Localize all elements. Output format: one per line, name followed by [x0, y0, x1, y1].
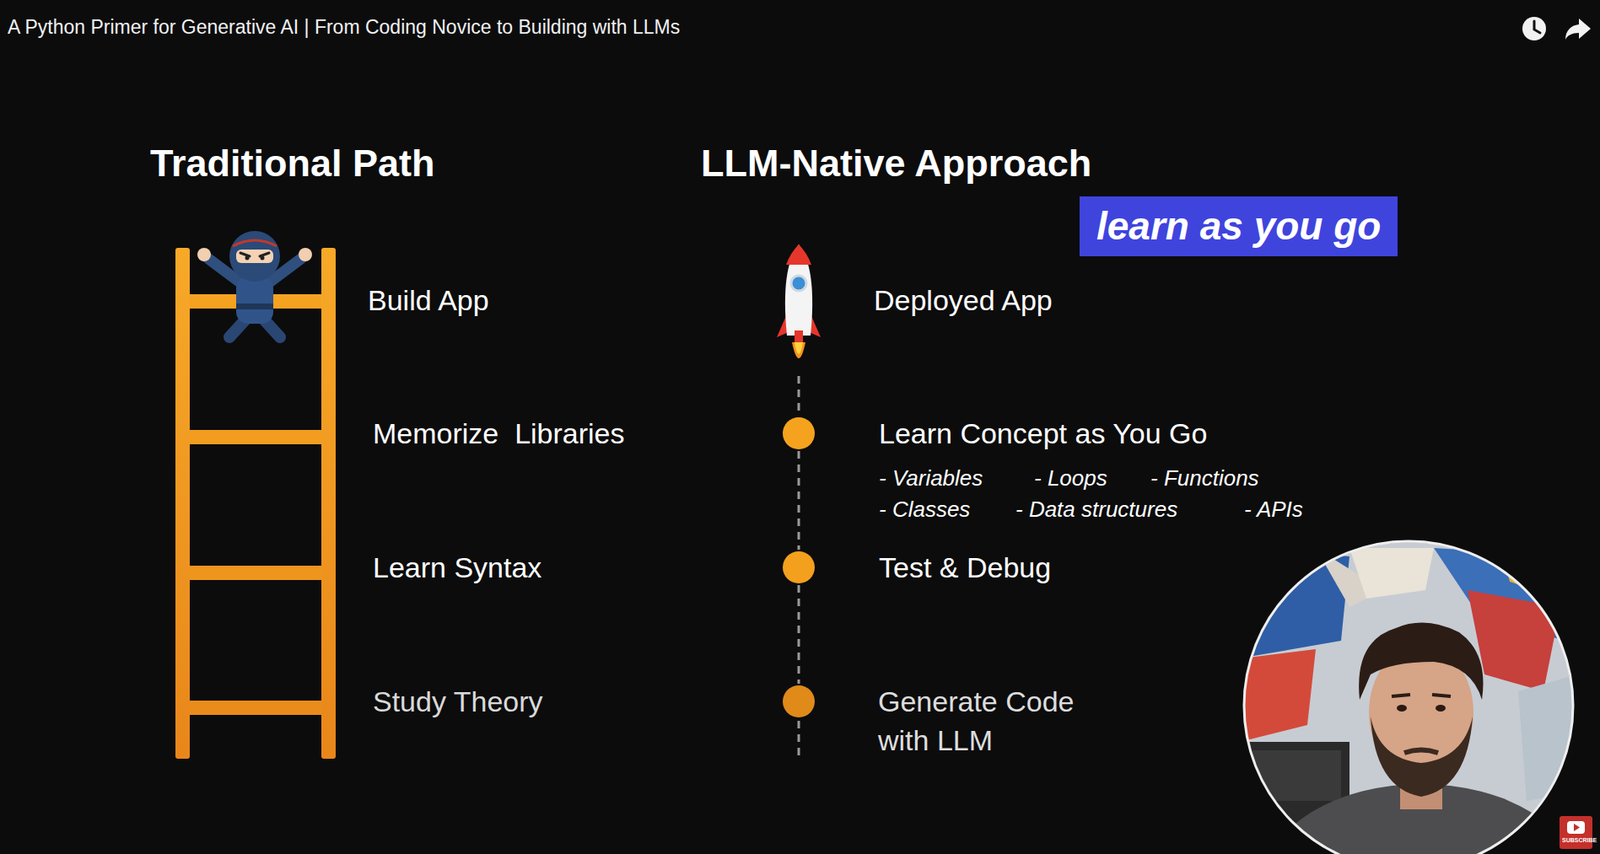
- text-slot: LLM-Native Approach: [700, 140, 1092, 187]
- subscribe-icon: [1559, 816, 1593, 850]
- column-heading: LLM-Native Approach: [700, 140, 1092, 187]
- timeline-connector: [798, 451, 800, 550]
- text-slot: Generate Code with LLM: [878, 682, 1106, 760]
- ladder: [175, 247, 336, 760]
- timeline-dot: Generate Code with LLM: [782, 685, 815, 718]
- step-label: Learn Concept as You Go: [878, 416, 1207, 452]
- ladder-step-label: Learn Syntax: [372, 550, 542, 586]
- text-slot: Learn Syntax: [372, 550, 542, 586]
- text-slot: - Functions: [1150, 465, 1260, 492]
- column-heading: Traditional Path: [150, 140, 436, 187]
- text-slot: Deployed App: [873, 283, 1053, 318]
- text-slot: - Data structures: [1015, 496, 1178, 523]
- ladder-step-label: Build App: [367, 283, 490, 318]
- concept-item: - APIs: [1244, 496, 1304, 523]
- step-label: Test & Debug: [878, 550, 1051, 586]
- ladder-step-label: Memorize Libraries: [372, 416, 625, 452]
- rocket-icon: [773, 242, 825, 375]
- text-slot: - Loops: [1034, 465, 1108, 492]
- webcam-video: [1239, 539, 1578, 854]
- timeline-dot: Test & Debug: [782, 551, 815, 584]
- text-slot: Build App: [367, 283, 490, 318]
- text-slot: A Python Primer for Generative AI | From…: [7, 16, 680, 40]
- highlight-badge: learn as you go: [1079, 196, 1398, 257]
- text-slot: Test & Debug: [878, 550, 1051, 586]
- text-slot: Traditional Path: [150, 140, 436, 187]
- step-label: Deployed App: [873, 283, 1053, 318]
- share-icon: [1565, 18, 1591, 40]
- timeline-connector: [798, 585, 800, 685]
- rocket-step: Deployed App: [773, 242, 825, 375]
- subscribe-text: SUBSCRIBE: [1562, 837, 1597, 845]
- text-slot: - APIs: [1244, 496, 1304, 523]
- timeline-connector: [798, 376, 800, 416]
- text-slot: Memorize Libraries: [372, 416, 625, 452]
- concept-item: - Loops: [1034, 465, 1108, 492]
- clock-icon: [1522, 16, 1547, 41]
- video-title: A Python Primer for Generative AI | From…: [7, 16, 680, 40]
- badge-text: learn as you go: [1096, 204, 1381, 249]
- concept-item: - Classes: [878, 496, 970, 523]
- text-slot: Learn Concept as You Go: [878, 416, 1207, 452]
- ladder-step-label: Study Theory: [372, 684, 544, 720]
- timeline-dot: Learn Concept as You Go- Variables- Loop…: [782, 417, 815, 450]
- concept-item: - Functions: [1150, 465, 1260, 492]
- text-slot: - Variables: [878, 465, 983, 492]
- text-slot: - Classes: [878, 496, 970, 523]
- text-slot: SUBSCRIBE: [1562, 837, 1597, 845]
- step-label: Generate Code with LLM: [878, 682, 1106, 760]
- webcam-ring: [1244, 541, 1574, 854]
- text-slot: Study Theory: [372, 684, 544, 720]
- concept-item: - Data structures: [1015, 496, 1178, 523]
- timeline-tail: [797, 721, 801, 760]
- ninja-figure: [197, 231, 313, 338]
- concept-item: - Variables: [878, 465, 983, 492]
